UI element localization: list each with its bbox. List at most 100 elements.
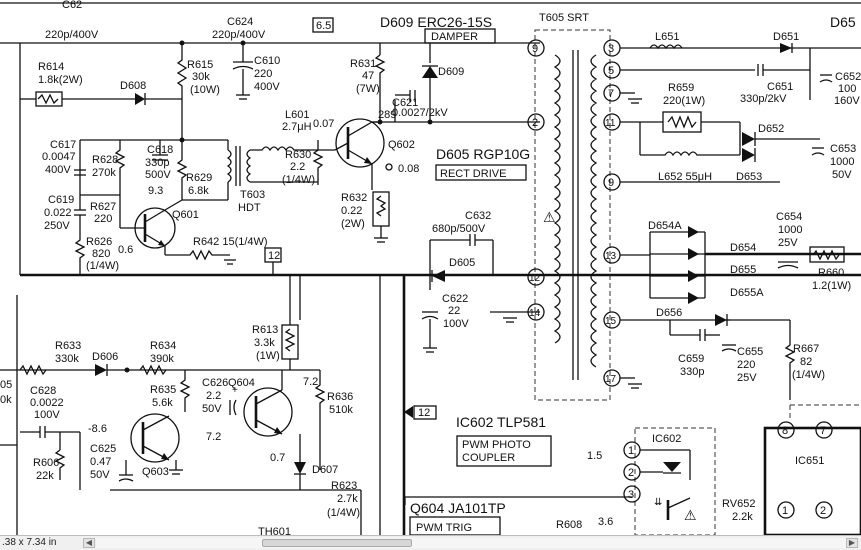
label-r667-v2: (1/4W)	[792, 369, 825, 381]
image-viewport: C62 220p/400V C624 220p/400V 6.5 D609 ER…	[0, 0, 861, 535]
node-65-box	[312, 17, 334, 33]
label-c655-v2: 25V	[737, 372, 757, 384]
pin-12-left-label: 12	[529, 273, 541, 284]
r667-resistor	[784, 320, 796, 400]
label-r626: R626	[86, 236, 112, 248]
label-l652: L652 55μH	[658, 171, 712, 183]
label-c619-v2: 250V	[44, 220, 70, 232]
junction	[240, 40, 246, 46]
pin-13-right-label: 13	[605, 251, 617, 262]
label-r636-val: 510k	[329, 404, 353, 416]
label-c622-v1: 22	[448, 305, 460, 317]
label-c628: C628	[30, 385, 56, 397]
label-c622: C622	[442, 293, 468, 305]
node-65: 6.5	[316, 20, 331, 32]
label-c610-v2: 400V	[254, 81, 280, 93]
label-q604-title: Q604 JA101TP	[410, 500, 506, 516]
label-r631: R631	[350, 58, 376, 70]
q602-arrow	[364, 157, 372, 164]
horizontal-scroll-track[interactable]	[96, 538, 846, 548]
q602-body	[335, 118, 385, 168]
label-c632-val: 680p/500V	[432, 223, 486, 235]
r632-zigzag	[375, 195, 387, 217]
label-t603-hdt: HDT	[238, 202, 261, 214]
label-damper: DAMPER	[431, 31, 478, 43]
label-d655a: D655A	[730, 287, 764, 299]
label-c617: C617	[50, 139, 76, 151]
r659-zigzag	[667, 115, 697, 129]
label-r613-v2: (1W)	[256, 350, 280, 362]
label-c625: C625	[90, 443, 116, 455]
label-r613-v1: 3.3k	[254, 337, 275, 349]
label-c622-v2: 100V	[443, 318, 469, 330]
c625-plate2	[118, 478, 134, 482]
q604-collector	[255, 389, 283, 405]
scroll-right-button[interactable]: ▶	[846, 538, 858, 548]
rect-drive-box	[435, 164, 527, 181]
d654-diode	[688, 248, 699, 260]
label-r634: R634	[150, 340, 176, 352]
horizontal-scroll-thumb[interactable]	[262, 539, 412, 547]
r614-body	[35, 91, 63, 107]
label-d656: D656	[656, 307, 682, 319]
label-v008: 0.08	[398, 163, 419, 175]
label-q604-name: Q604	[228, 377, 255, 389]
label-ic651: IC651	[795, 455, 824, 467]
label-pwm-trig: PWM TRIG	[416, 522, 472, 534]
t605-primary	[553, 54, 561, 344]
wire	[164, 199, 183, 211]
label-c617-v1: 0.0047	[42, 151, 76, 163]
t603-primary	[226, 149, 232, 183]
label-rect-drive: RECT DRIVE	[440, 168, 506, 180]
label-d653: D653	[736, 171, 762, 183]
d608-diode	[135, 93, 145, 105]
label-c610: C610	[254, 55, 280, 67]
label-c624: C624	[227, 16, 253, 28]
c626-plate2	[233, 399, 237, 416]
ic651-pin-7-label: 7	[820, 425, 826, 437]
label-d607: D607	[312, 464, 338, 476]
label-r629: R629	[186, 172, 212, 184]
label-c651-val: 330p/2kV	[740, 93, 787, 105]
pin-9-right-label: 9	[608, 177, 614, 189]
label-d652: D652	[758, 123, 784, 135]
label-r630-v2: (1/4W)	[282, 174, 315, 186]
label-r632-v1: 0.22	[341, 205, 362, 217]
label-v72-a: 7.2	[303, 376, 318, 388]
pin-5-right-label: 5	[608, 65, 614, 77]
label-c625-v2: 50V	[90, 469, 110, 481]
label-r606: R606	[33, 457, 59, 469]
label-c617-v2: 400V	[45, 164, 71, 176]
label-r626-v2: (1/4W)	[86, 260, 119, 272]
label-v72-b: 7.2	[206, 431, 221, 443]
pwm-photo-coupler-box	[456, 435, 552, 467]
label-vm86: -8.6	[88, 423, 107, 435]
scroll-left-button[interactable]: ◀	[83, 538, 95, 548]
pin-11-right-label: 11	[605, 118, 616, 129]
label-d605: D605	[449, 257, 475, 269]
label-r615-v2: (10W)	[190, 84, 220, 96]
label-c626-v2: 50V	[202, 403, 222, 415]
ic651-pin-8	[777, 421, 795, 439]
ic651-pin-2-label: 2	[820, 505, 826, 517]
label-r623-v1: 2.7k	[337, 493, 358, 505]
ic651-pin-2	[815, 501, 833, 519]
t605-secondary	[590, 54, 598, 368]
r615-resistor	[176, 43, 188, 99]
label-r636: R636	[327, 391, 353, 403]
wire	[667, 497, 691, 509]
label-r608: R608	[556, 519, 582, 531]
q602-collector	[347, 121, 373, 137]
label-d654: D654	[730, 242, 756, 254]
label-rv652: RV652	[722, 498, 755, 510]
label-r626-v1: 820	[92, 248, 110, 260]
label-c62x-val: 220p/400V	[45, 29, 99, 41]
d655-diode	[688, 270, 699, 282]
label-r627: R627	[90, 201, 116, 213]
label-r630: R630	[285, 149, 311, 161]
label-c621: C621	[392, 97, 418, 109]
q603-collector	[142, 415, 170, 431]
label-r615: R615	[187, 59, 213, 71]
label-c626-v1: 2.2	[206, 390, 221, 402]
q604-body	[243, 387, 293, 437]
